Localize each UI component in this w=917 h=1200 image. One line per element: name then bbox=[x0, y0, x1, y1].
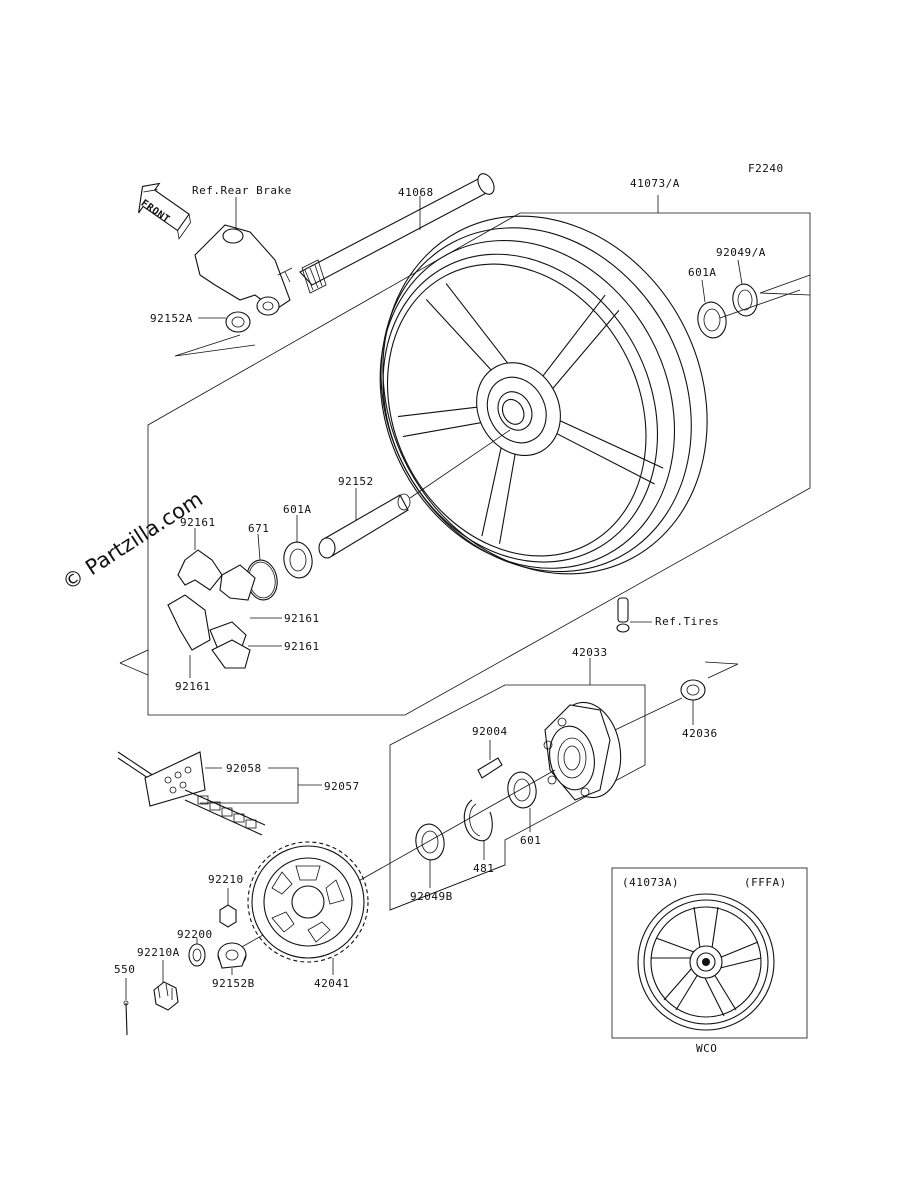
chain-92057 bbox=[117, 751, 322, 836]
part-92152[interactable]: 92152 bbox=[338, 475, 374, 488]
bearing-601A-top bbox=[697, 279, 727, 339]
rear-wheel bbox=[379, 215, 708, 575]
inset-code: (FFFA) bbox=[744, 876, 787, 889]
washer-92200 bbox=[188, 938, 206, 967]
inset-frame bbox=[611, 867, 808, 1039]
inset-wheel bbox=[637, 893, 775, 1031]
front-arrow-icon bbox=[138, 182, 191, 240]
part-92049B[interactable]: 92049B bbox=[410, 890, 453, 903]
part-601A-top[interactable]: 601A bbox=[688, 266, 717, 279]
stud-92004 bbox=[477, 740, 503, 779]
part-92161-d[interactable]: 92161 bbox=[175, 680, 211, 693]
part-41068[interactable]: 41068 bbox=[398, 186, 434, 199]
part-42036[interactable]: 42036 bbox=[682, 727, 718, 740]
part-92152B[interactable]: 92152B bbox=[212, 977, 255, 990]
cotter-pin-550 bbox=[123, 978, 129, 1036]
part-92004[interactable]: 92004 bbox=[472, 725, 508, 738]
part-92152A[interactable]: 92152A bbox=[150, 312, 193, 325]
bearing-601A bbox=[283, 515, 313, 579]
figure-code: F2240 bbox=[748, 162, 784, 175]
part-92057[interactable]: 92057 bbox=[324, 780, 360, 793]
part-42041[interactable]: 42041 bbox=[314, 977, 350, 990]
part-92058[interactable]: 92058 bbox=[226, 762, 262, 775]
part-671[interactable]: 671 bbox=[248, 522, 270, 535]
seal-92049A bbox=[732, 259, 758, 317]
inset-color: WCO bbox=[696, 1042, 718, 1055]
collar-92152 bbox=[318, 488, 411, 559]
part-92049A[interactable]: 92049/A bbox=[716, 246, 766, 259]
collar-42036 bbox=[680, 679, 706, 725]
axle-41068 bbox=[299, 173, 495, 294]
part-92161-b[interactable]: 92161 bbox=[284, 612, 320, 625]
bearing-601 bbox=[507, 771, 537, 832]
part-550[interactable]: 550 bbox=[114, 963, 136, 976]
ref-rear-brake[interactable]: Ref.Rear Brake bbox=[192, 184, 292, 197]
part-92210A[interactable]: 92210A bbox=[137, 946, 180, 959]
collar-92152B bbox=[217, 942, 247, 975]
part-601A[interactable]: 601A bbox=[283, 503, 312, 516]
sprocket-42041 bbox=[247, 841, 369, 975]
seal-92049B bbox=[415, 823, 445, 888]
circlip-481 bbox=[463, 799, 493, 860]
caliper-bracket bbox=[194, 197, 293, 316]
part-41073A[interactable]: 41073/A bbox=[630, 177, 680, 190]
castle-nut-92210A bbox=[153, 960, 179, 1011]
wheel-group-outline bbox=[147, 212, 811, 716]
part-481[interactable]: 481 bbox=[473, 862, 495, 875]
dampers-92161 bbox=[167, 528, 282, 678]
ref-tires[interactable]: Ref.Tires bbox=[655, 615, 720, 628]
part-92200[interactable]: 92200 bbox=[177, 928, 213, 941]
valve-stem bbox=[616, 597, 652, 633]
part-92210[interactable]: 92210 bbox=[208, 873, 244, 886]
hub-42033 bbox=[543, 701, 622, 801]
nut-92210 bbox=[219, 888, 237, 928]
part-92161-c[interactable]: 92161 bbox=[284, 640, 320, 653]
collar-92152A bbox=[198, 311, 251, 333]
part-92161-a[interactable]: 92161 bbox=[180, 516, 216, 529]
part-601[interactable]: 601 bbox=[520, 834, 542, 847]
inset-part: (41073A) bbox=[622, 876, 679, 889]
part-42033[interactable]: 42033 bbox=[572, 646, 608, 659]
